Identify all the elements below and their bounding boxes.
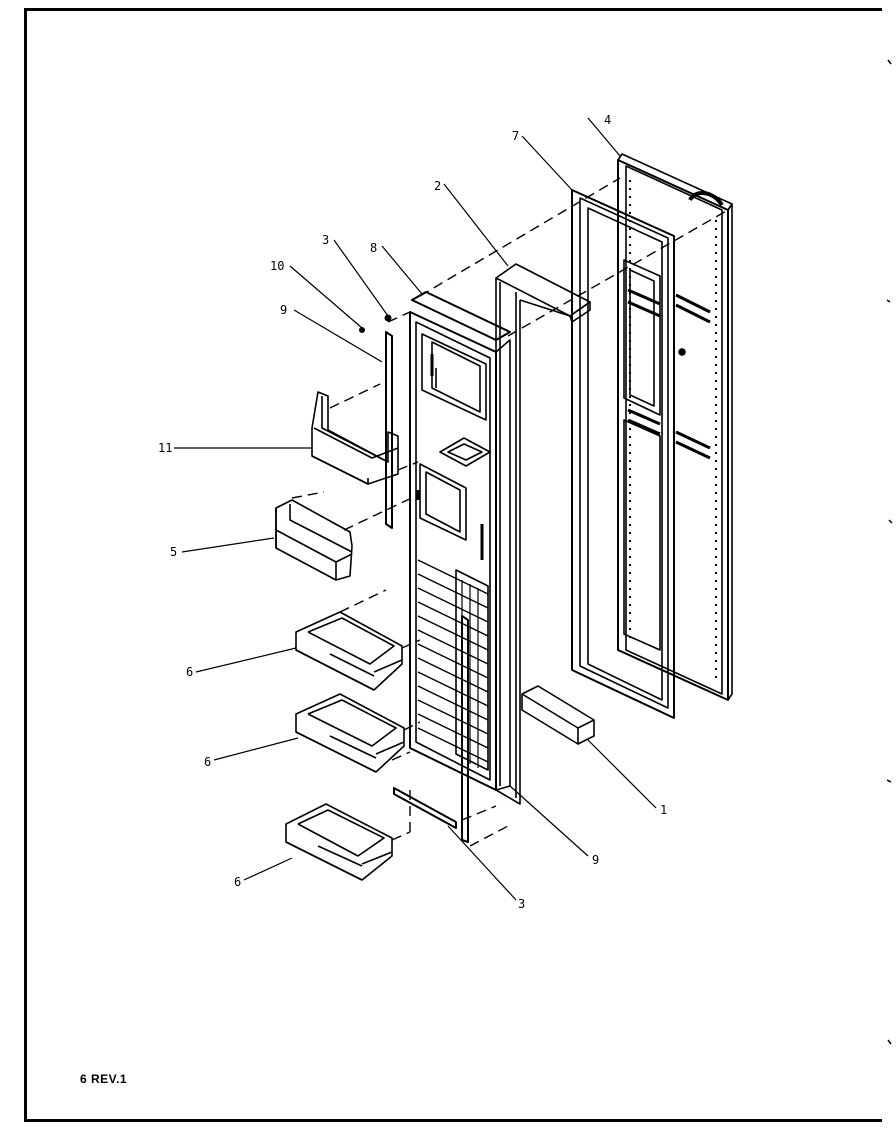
callout-9-top: 9 xyxy=(280,303,287,317)
callout-6-a: 6 xyxy=(186,665,193,679)
callout-6-b: 6 xyxy=(204,755,211,769)
callout-8: 8 xyxy=(370,241,377,255)
callout-1: 1 xyxy=(660,803,667,817)
leader-lines xyxy=(174,117,657,901)
door-shelf-6a xyxy=(295,611,403,691)
explosion-lines xyxy=(291,177,729,847)
callout-10: 10 xyxy=(270,259,284,273)
callout-6-c: 6 xyxy=(234,875,241,889)
callout-4: 4 xyxy=(604,113,611,127)
door-bin-5 xyxy=(275,499,353,581)
door-shelf-6c xyxy=(285,803,393,881)
sheet-border xyxy=(24,8,882,1122)
door-gasket xyxy=(571,189,675,719)
callout-3-bottom: 3 xyxy=(518,897,525,911)
door-shelf-6b xyxy=(295,693,405,773)
outer-door-panel xyxy=(617,153,733,701)
trim-strips xyxy=(384,314,457,829)
retainer-bars xyxy=(385,331,469,843)
callout-2: 2 xyxy=(434,179,441,193)
bottom-trim xyxy=(521,685,595,745)
inner-door-liner xyxy=(409,291,511,791)
callout-5: 5 xyxy=(170,545,177,559)
callout-9-bottom: 9 xyxy=(592,853,599,867)
callout-7: 7 xyxy=(512,129,519,143)
callout-3-top: 3 xyxy=(322,233,329,247)
small-door-bin xyxy=(311,391,399,485)
callout-labels: 4 7 2 8 3 10 9 11 5 6 6 6 1 9 3 xyxy=(158,113,667,911)
scanner-edge-marks xyxy=(884,0,896,1130)
callout-11: 11 xyxy=(158,441,172,455)
revision-label: 6 REV.1 xyxy=(80,1072,128,1086)
